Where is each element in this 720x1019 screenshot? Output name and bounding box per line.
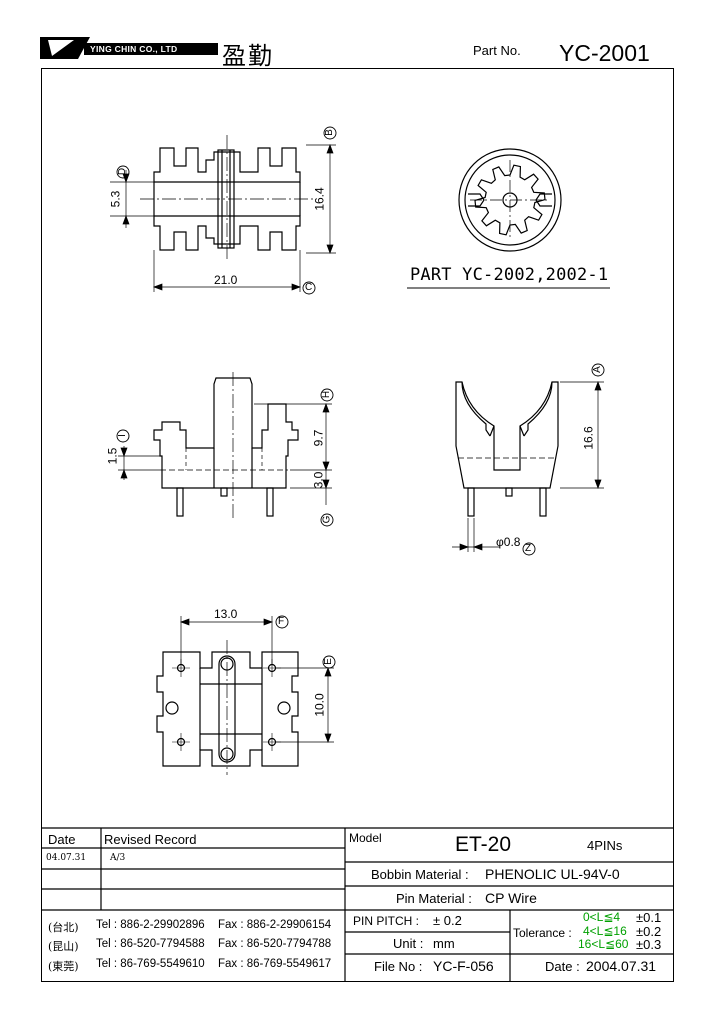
dim-1-5: 1.5 xyxy=(105,447,120,465)
contact-region-taipei: (台北) xyxy=(48,921,79,934)
side-view-dimensions xyxy=(452,381,604,552)
front-view-dimensions xyxy=(118,403,332,505)
part-caption: PART YC-2002,2002-1 xyxy=(410,265,609,285)
pin-pitch-value: ± 0.2 xyxy=(433,913,462,928)
dim-21-0: 21.0 xyxy=(214,273,238,287)
contact-tel-dongguan: Tel : 86-769-5549610 xyxy=(96,958,205,970)
drawing-frame xyxy=(41,68,674,982)
pin-material-label: Pin Material : xyxy=(396,891,472,906)
file-no-label: File No : xyxy=(374,959,423,974)
front-view xyxy=(153,372,299,520)
pin-pitch-label: PIN PITCH : xyxy=(353,914,420,928)
company-logo xyxy=(40,37,218,59)
tolerance-range-1: 0<L≦4 xyxy=(583,910,621,924)
revision-row-date: 04.07.31 xyxy=(46,853,87,863)
dim-16-4: 16.4 xyxy=(312,187,327,211)
unit-value: mm xyxy=(433,936,455,951)
part-no-label: Part No. xyxy=(473,43,521,58)
bottom-view xyxy=(156,640,299,775)
unit-label: Unit : xyxy=(393,936,424,951)
top-view xyxy=(140,135,315,262)
contact-region-kunshan: (昆山) xyxy=(48,940,79,953)
marker-g: G xyxy=(321,515,333,524)
dim-phi-0-8: φ0.8 xyxy=(496,535,521,549)
marker-z: Z xyxy=(525,543,532,554)
revision-row-record: A/3 xyxy=(110,853,126,863)
file-no-value: YC-F-056 xyxy=(433,958,494,974)
contact-region-dongguan: (東莞) xyxy=(48,960,79,973)
contact-tel-kunshan: Tel : 86-520-7794588 xyxy=(96,938,205,950)
bobbin-material-value: PHENOLIC UL-94V-0 xyxy=(485,866,620,882)
dimension-markers xyxy=(116,126,605,669)
model-value: ET-20 xyxy=(455,833,512,856)
pin-material-value: CP Wire xyxy=(485,890,537,906)
bottom-view-dimensions xyxy=(180,616,334,743)
dim-10-0: 10.0 xyxy=(312,693,327,717)
marker-e: E xyxy=(322,658,334,665)
tolerance-range-2: 4<L≦16 xyxy=(583,924,627,938)
date-label: Date : xyxy=(545,959,580,974)
revision-record-header: Revised Record xyxy=(104,832,197,847)
title-block-lines xyxy=(42,827,674,982)
marker-d: D xyxy=(117,167,129,176)
part-no-value: YC-2001 xyxy=(559,40,650,66)
contact-fax-kunshan: Fax : 86-520-7794788 xyxy=(218,938,332,950)
marker-i: I xyxy=(116,434,128,437)
company-name-cn: 盈勤 xyxy=(222,42,274,70)
contact-fax-taipei: Fax : 886-2-29906154 xyxy=(218,919,332,931)
tolerance-range-3: 16<L≦60 xyxy=(578,937,629,951)
company-name-en: YING CHIN CO., LTD xyxy=(90,44,178,54)
marker-b: B xyxy=(323,129,335,136)
marker-c: C xyxy=(305,282,313,293)
tolerance-value-2: ±0.2 xyxy=(636,924,662,939)
tolerance-value-1: ±0.1 xyxy=(636,910,662,925)
marker-a: A xyxy=(591,366,603,373)
date-value: 2004.07.31 xyxy=(586,958,657,974)
model-label: Model xyxy=(349,831,382,845)
tolerance-value-3: ±0.3 xyxy=(636,937,662,952)
marker-f: F xyxy=(278,616,285,627)
contact-tel-taipei: Tel : 886-2-29902896 xyxy=(96,919,205,931)
dim-5-3: 5.3 xyxy=(108,190,123,208)
side-view xyxy=(455,381,559,517)
tolerance-label: Tolerance : xyxy=(513,926,572,940)
dim-16-6: 16.6 xyxy=(581,426,596,450)
dim-9-7: 9.7 xyxy=(311,429,326,447)
revision-date-header: Date xyxy=(48,832,76,847)
dim-13-0: 13.0 xyxy=(214,607,238,621)
pin-count: 4PINs xyxy=(587,838,623,853)
marker-h: H xyxy=(321,390,333,399)
top-view-dimensions xyxy=(110,144,336,292)
end-view xyxy=(458,148,562,252)
bobbin-material-label: Bobbin Material : xyxy=(371,867,469,882)
dim-3-0: 3.0 xyxy=(311,471,326,489)
contact-fax-dongguan: Fax : 86-769-5549617 xyxy=(218,958,332,970)
